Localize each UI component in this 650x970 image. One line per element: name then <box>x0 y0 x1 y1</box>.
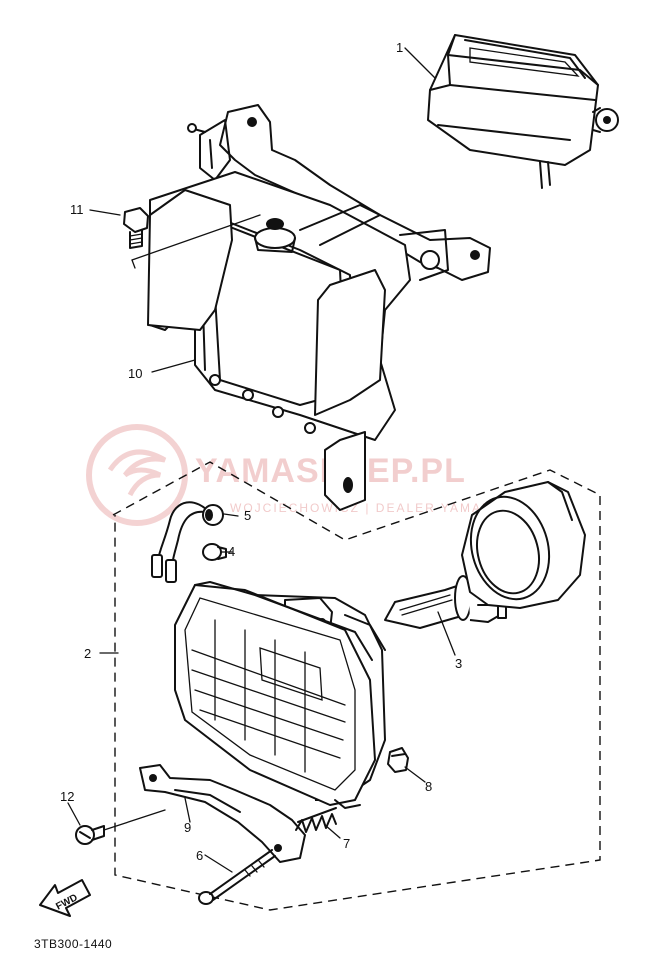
callout-9: 9 <box>184 820 191 835</box>
part-2-headlight-unit <box>174 581 386 809</box>
callout-8: 8 <box>425 779 432 794</box>
part-4-position-bulb <box>202 543 227 561</box>
callout-7: 7 <box>343 836 350 851</box>
callouts: 1 2 3 4 5 6 7 8 9 10 11 12 <box>60 40 462 863</box>
leader-lines <box>67 47 456 873</box>
part-8-clip <box>387 747 409 773</box>
callout-11: 11 <box>70 202 84 217</box>
watermark-logo <box>86 424 188 526</box>
callout-3: 3 <box>455 656 462 671</box>
part-6-adjust-screw <box>198 849 276 905</box>
part-1-meter-housing <box>427 34 619 189</box>
callout-4: 4 <box>228 544 235 559</box>
callout-10: 10 <box>128 366 142 381</box>
part-9-lower-stay <box>139 764 306 863</box>
callout-5: 5 <box>244 508 251 523</box>
dust-cover <box>461 481 586 609</box>
part-5-socket-wire <box>151 501 224 583</box>
callout-2: 2 <box>84 646 91 661</box>
callout-6: 6 <box>196 848 203 863</box>
callout-12: 12 <box>60 789 74 804</box>
front-direction-arrow: FWD <box>39 879 91 917</box>
part-7-spring <box>295 807 337 833</box>
watermark: YAMASKLEP.PL WOJCIECHOWICZ | DEALER YAMA… <box>86 424 503 526</box>
part-10-headlight-bracket <box>147 104 491 511</box>
diagram-code: 3TB300-1440 <box>34 937 112 951</box>
part-12-screw <box>75 825 105 845</box>
part-11-bolt <box>123 207 261 269</box>
top-screw <box>187 123 206 133</box>
watermark-tagline: WOJCIECHOWICZ | DEALER YAMAHA <box>230 501 503 515</box>
headlight-unit-group-border <box>112 461 601 911</box>
callout-1: 1 <box>396 40 403 55</box>
